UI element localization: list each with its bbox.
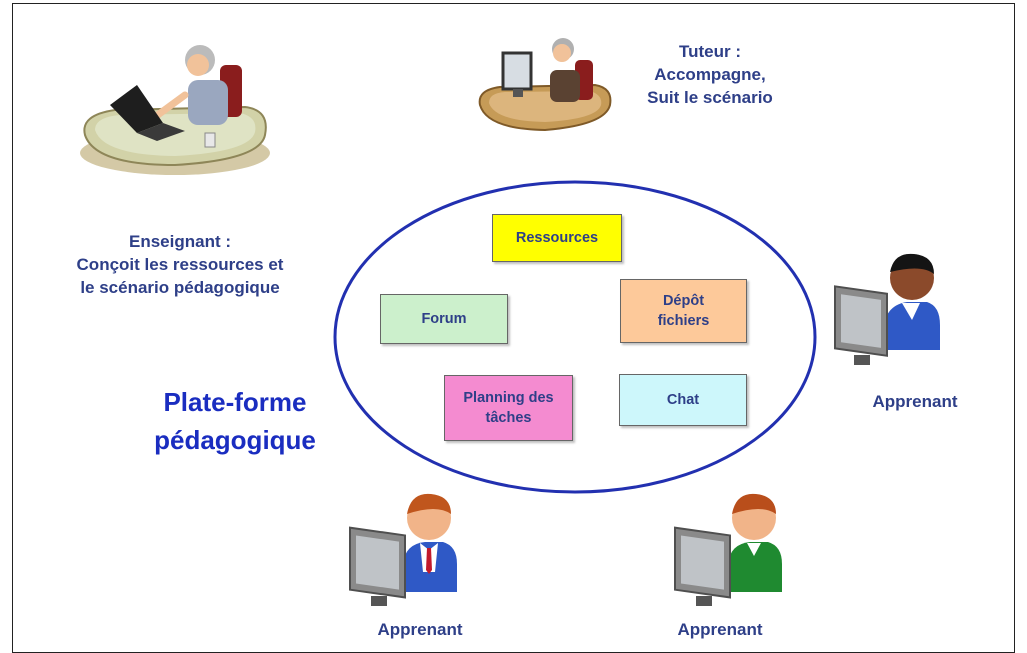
module-forum-label: Forum <box>421 311 467 327</box>
learner-center-label: Apprenant <box>677 620 763 639</box>
module-file-drop: Dépôt fichiers <box>620 279 747 343</box>
module-file-drop-line2: fichiers <box>657 313 710 329</box>
module-resources: Ressources <box>492 214 622 262</box>
module-chat: Chat <box>619 374 747 426</box>
tutor-label: Tuteur : Accompagne, Suit le scénario <box>610 40 810 109</box>
learner-right-label: Apprenant <box>872 392 958 411</box>
learner-left-label: Apprenant <box>377 620 463 639</box>
module-file-drop-line1: Dépôt <box>662 293 705 309</box>
teacher-title: Enseignant : <box>128 232 231 251</box>
module-planning: Planning des tâches <box>444 375 573 441</box>
module-forum: Forum <box>380 294 508 344</box>
teacher-illustration <box>80 45 270 175</box>
learner-right-illustration <box>834 253 940 365</box>
platform-ellipse <box>333 180 817 494</box>
module-resources-label: Ressources <box>515 230 599 246</box>
module-planning-line1: Planning des <box>463 390 554 406</box>
platform-line2: pédagogique <box>154 425 316 455</box>
module-chat-label: Chat <box>666 392 700 408</box>
module-planning-line2: tâches <box>485 410 532 426</box>
tutor-illustration <box>478 38 612 132</box>
teacher-label: Enseignant : Conçoit les ressources et l… <box>40 230 320 299</box>
tutor-line1: Accompagne, <box>654 65 766 84</box>
teacher-line1: Conçoit les ressources et <box>76 255 284 274</box>
tutor-line2: Suit le scénario <box>647 88 773 107</box>
platform-label: Plate-forme pédagogique <box>130 383 340 459</box>
tutor-title: Tuteur : <box>678 42 741 61</box>
platform-line1: Plate-forme <box>163 387 307 417</box>
learner-center-illustration <box>674 493 782 606</box>
learner-left-illustration <box>349 493 457 606</box>
teacher-line2: le scénario pédagogique <box>80 278 280 297</box>
